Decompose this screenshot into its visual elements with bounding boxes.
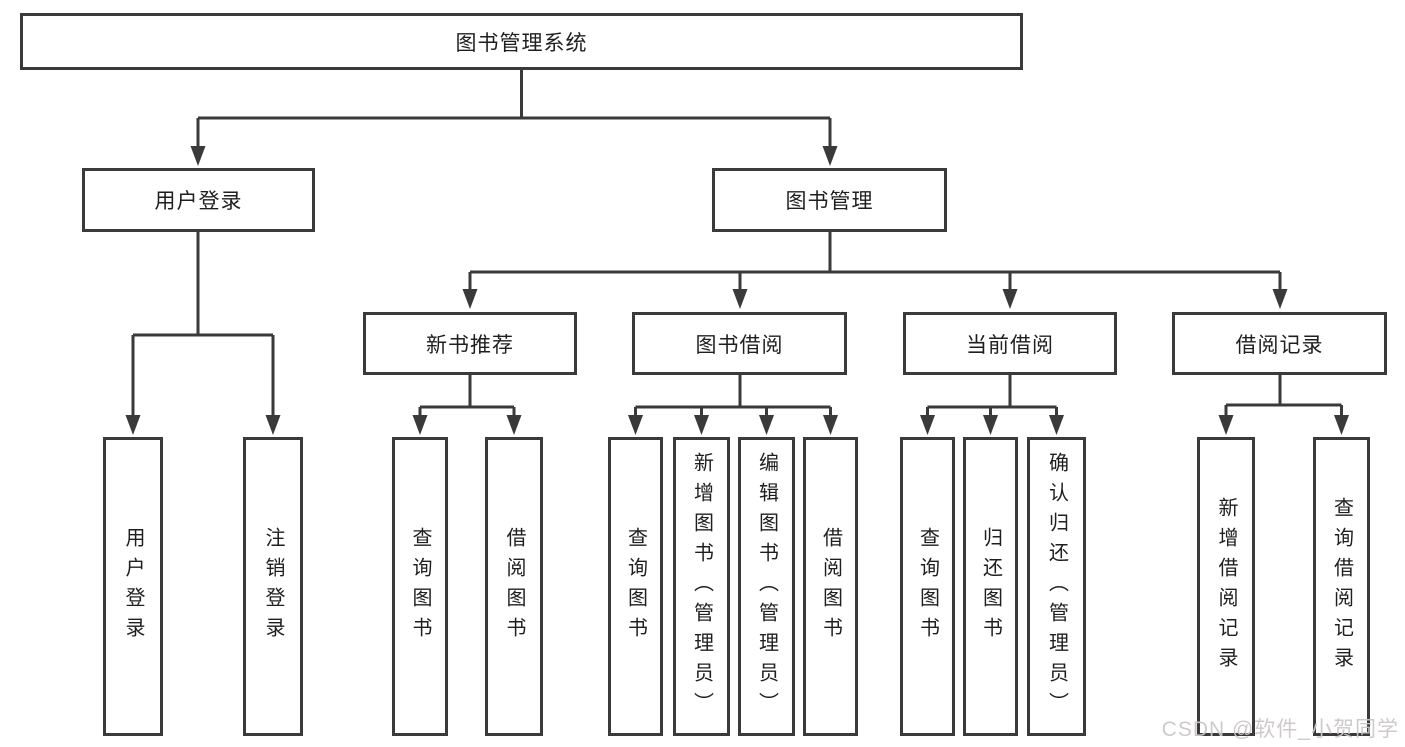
node-current-borrow: 当前借阅 (903, 312, 1117, 375)
leaf-edit-book-admin: 编辑图书（管理员） (738, 437, 795, 736)
node-book-management-label: 图书管理 (785, 190, 874, 213)
leaf-return-book: 归还图书 (963, 437, 1018, 736)
leaf-add-borrow-record-label: 新增借阅记录 (1215, 496, 1237, 677)
leaf-borrow-book-2: 借阅图书 (803, 437, 858, 736)
connector-login-to-leaves (131, 232, 275, 419)
connector-newbook-to-leaves (418, 375, 516, 419)
node-book-management: 图书管理 (712, 168, 947, 232)
node-book-borrow: 图书借阅 (632, 312, 847, 375)
connector-borrow-to-leaves (634, 375, 832, 419)
connector-mgmt-to-level3 (468, 232, 1282, 293)
leaf-add-book-admin: 新增图书（管理员） (673, 437, 730, 736)
leaf-confirm-return-admin: 确认归还（管理员） (1027, 437, 1086, 736)
leaf-user-login-label: 用户登录 (122, 526, 144, 647)
csdn-watermark: CSDN @软件_小贺同学 (1161, 718, 1399, 741)
leaf-add-borrow-record: 新增借阅记录 (1197, 437, 1255, 736)
leaf-borrow-book-1-label: 借阅图书 (503, 526, 525, 647)
leaf-logout: 注销登录 (243, 437, 303, 736)
leaf-query-book-1-label: 查询图书 (409, 526, 431, 647)
node-user-login-label: 用户登录 (154, 190, 243, 213)
connector-root-to-level2 (196, 70, 832, 150)
node-root-label: 图书管理系统 (455, 31, 588, 55)
connector-record-to-leaves (1224, 375, 1343, 419)
leaf-edit-book-admin-label: 编辑图书（管理员） (755, 451, 778, 722)
node-borrow-record: 借阅记录 (1172, 312, 1387, 375)
leaf-query-book-2: 查询图书 (608, 437, 663, 736)
leaf-return-book-label: 归还图书 (979, 526, 1002, 647)
leaf-borrow-book-2-label: 借阅图书 (819, 526, 842, 647)
leaf-query-book-2-label: 查询图书 (624, 526, 647, 647)
node-current-borrow-label: 当前借阅 (966, 333, 1054, 357)
node-new-book-recommend: 新书推荐 (363, 312, 577, 375)
node-user-login: 用户登录 (82, 168, 315, 232)
leaf-logout-label: 注销登录 (262, 526, 284, 647)
leaf-query-book-3: 查询图书 (900, 437, 955, 736)
leaf-borrow-book-1: 借阅图书 (485, 437, 543, 736)
node-borrow-record-label: 借阅记录 (1235, 333, 1324, 357)
leaf-add-book-admin-label: 新增图书（管理员） (690, 451, 713, 722)
leaf-user-login: 用户登录 (103, 437, 163, 736)
leaf-query-book-3-label: 查询图书 (916, 526, 939, 647)
leaf-query-borrow-record-label: 查询借阅记录 (1330, 496, 1353, 677)
leaf-confirm-return-admin-label: 确认归还（管理员） (1045, 451, 1068, 722)
node-root: 图书管理系统 (20, 13, 1023, 70)
connector-current-to-leaves (926, 375, 1058, 419)
node-book-borrow-label: 图书借阅 (695, 333, 784, 357)
leaf-query-borrow-record: 查询借阅记录 (1313, 437, 1370, 736)
leaf-query-book-1: 查询图书 (392, 437, 448, 736)
node-new-book-recommend-label: 新书推荐 (426, 333, 514, 357)
